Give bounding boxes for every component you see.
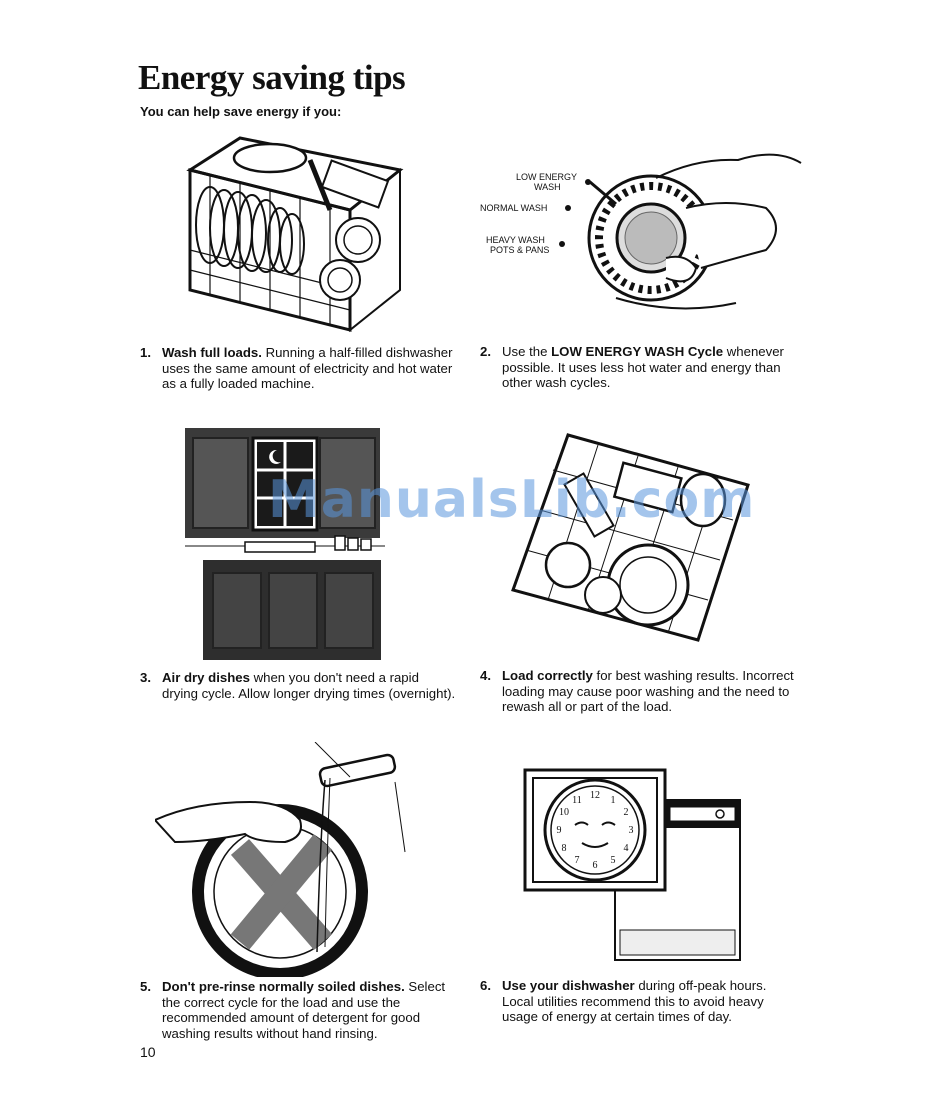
kitchen-illustration xyxy=(185,428,385,663)
tip-6-heading: Use your dishwasher xyxy=(502,978,635,993)
tip-1: 1. Wash full loads. Running a half-fille… xyxy=(140,345,462,392)
tip-2-pre: Use the xyxy=(502,344,552,359)
tip-5-number: 5. xyxy=(140,979,151,994)
tip-5-heading: Don't pre-rinse normally soiled dishes. xyxy=(162,979,405,994)
tip-1-heading: Wash full loads. xyxy=(162,345,262,360)
clock-numeral: 4 xyxy=(624,843,629,854)
page-subtitle: You can help save energy if you: xyxy=(140,104,342,119)
tip-5-body: Select the correct cycle for the load an… xyxy=(162,979,446,1041)
dial-label-heavy-1: HEAVY WASH xyxy=(486,235,545,245)
clock-numeral: 11 xyxy=(572,795,582,806)
tip-1-body: Running a half-filled dishwasher uses th… xyxy=(162,345,453,392)
tip-2-number: 2. xyxy=(480,344,491,359)
clock-numeral: 3 xyxy=(629,825,634,836)
clock-numeral: 5 xyxy=(611,855,616,866)
clock-numeral: 1 xyxy=(611,795,616,806)
clock-numeral: 9 xyxy=(557,825,562,836)
dial-label-heavy-2: POTS & PANS xyxy=(490,245,549,255)
clock-numeral: 6 xyxy=(593,860,598,871)
loaded-basket-illustration xyxy=(508,430,753,645)
clock-numeral: 2 xyxy=(624,807,629,818)
dial-label-normal: NORMAL WASH xyxy=(480,203,547,213)
tip-2-body: whenever possible. It uses less hot wate… xyxy=(502,344,784,391)
tip-3-heading: Air dry dishes xyxy=(162,670,250,685)
tip-3-body: when you don't need a rapid drying cycle… xyxy=(162,670,456,701)
page-number: 10 xyxy=(140,1044,156,1060)
tip-4-heading: Load correctly xyxy=(502,668,593,683)
dial-label-low-1: LOW ENERGY xyxy=(516,172,577,182)
no-prerinse-illustration xyxy=(155,742,415,977)
watermark: ManualsLib.com xyxy=(268,470,756,530)
clock-dishwasher-illustration: 12 1 2 3 4 5 6 7 8 9 10 11 xyxy=(520,765,745,965)
page-title: Energy saving tips xyxy=(138,58,406,97)
tip-6-body: during off-peak hours. Local utilities r… xyxy=(502,978,767,1025)
tip-2-heading: LOW ENERGY WASH Cycle xyxy=(551,344,724,359)
clock-numeral: 7 xyxy=(575,855,580,866)
tip-5: 5. Don't pre-rinse normally soiled dishe… xyxy=(140,979,457,1041)
clock-numeral: 8 xyxy=(562,843,567,854)
tip-4-number: 4. xyxy=(480,668,491,683)
tip-6-number: 6. xyxy=(480,978,491,993)
full-rack-illustration xyxy=(180,130,410,335)
tip-4: 4. Load correctly for best washing resul… xyxy=(480,668,798,715)
clock-numeral: 12 xyxy=(590,790,600,801)
tip-4-body: for best washing results. Incorrect load… xyxy=(502,668,794,715)
tip-6: 6. Use your dishwasher during off-peak h… xyxy=(480,978,798,1025)
tip-3-number: 3. xyxy=(140,670,151,685)
clock-numeral: 10 xyxy=(559,807,569,818)
dial-label-low-2: WASH xyxy=(534,182,561,192)
tip-3: 3. Air dry dishes when you don't need a … xyxy=(140,670,457,701)
tip-1-number: 1. xyxy=(140,345,151,360)
tip-2: 2. Use the LOW ENERGY WASH Cycle wheneve… xyxy=(480,344,807,391)
dial-illustration: LOW ENERGY WASH NORMAL WASH HEAVY WASH P… xyxy=(476,138,806,323)
